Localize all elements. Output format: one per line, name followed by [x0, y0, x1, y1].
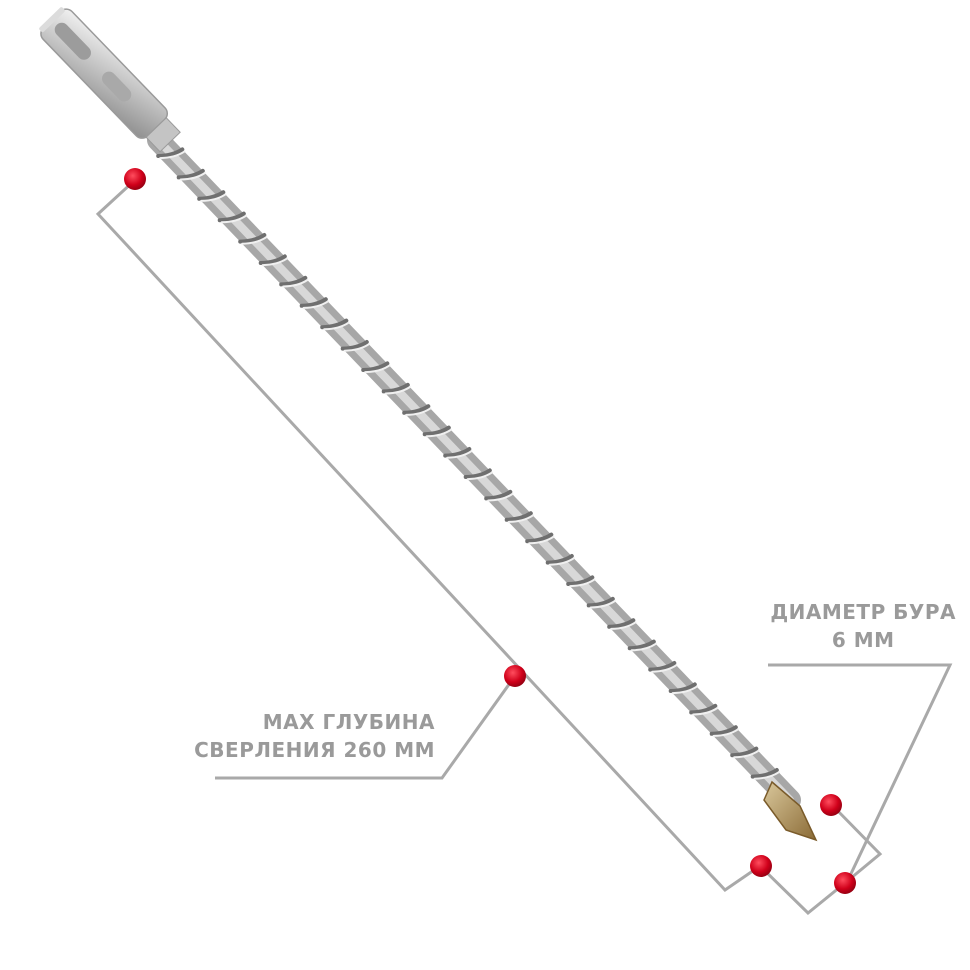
drill-flute-ridge — [607, 618, 636, 629]
drill-flute-highlight — [323, 321, 350, 331]
drill-flute-highlight — [200, 193, 227, 202]
drill-flute-highlight — [425, 428, 452, 438]
drill-flute-highlight — [384, 386, 411, 395]
drill-flute-highlight — [610, 621, 637, 630]
drill-flute-ridge — [668, 682, 697, 693]
drill-flute-highlight — [712, 728, 739, 737]
drill-flute-ridge — [340, 340, 369, 351]
diameter-bracket-line — [758, 804, 883, 916]
drill-flute-ridge — [381, 382, 410, 394]
drill-flute-highlight — [220, 214, 247, 224]
drill-flute-ridge — [627, 639, 656, 651]
drill-flutes — [156, 147, 780, 780]
drill-flute-highlight — [589, 600, 616, 609]
drill-flute-ridge — [217, 211, 246, 223]
drill-flute-highlight — [548, 557, 575, 566]
drill-flute-ridge — [689, 703, 718, 715]
drill-bit-icon — [39, 7, 818, 842]
drill-flute-highlight — [405, 407, 432, 416]
drill-flute-highlight — [241, 236, 268, 245]
marker-dot — [820, 794, 842, 816]
drill-flute-ridge — [504, 511, 533, 522]
diameter-leader-line — [768, 663, 953, 881]
drill-flute-highlight — [692, 707, 719, 716]
marker-dot — [834, 872, 856, 894]
depth-bracket-line — [95, 178, 761, 892]
drill-flute-ridge — [730, 746, 759, 758]
drill-flute-ridge — [402, 404, 431, 415]
drill-flute-ridge — [484, 489, 513, 501]
marker-dot — [750, 855, 772, 877]
drill-flute-highlight — [466, 471, 493, 481]
marker-dot — [504, 665, 526, 687]
drill-flute-ridge — [197, 190, 226, 201]
drill-flute-highlight — [364, 364, 391, 374]
drill-flute-ridge — [545, 554, 574, 565]
drill-flute-highlight — [179, 172, 206, 181]
depth-callout-line1: MAX ГЛУБИНА — [262, 710, 435, 734]
drill-flute-ridge — [463, 468, 492, 479]
drill-flute-ridge — [279, 275, 308, 287]
drill-flute-ridge — [156, 147, 185, 158]
diameter-callout-line1: ДИАМЕТР БУРА — [770, 600, 956, 624]
callout-markers — [124, 168, 856, 894]
drill-flute-ridge — [709, 725, 738, 736]
drill-flute-highlight — [282, 279, 309, 288]
drill-flute-ridge — [525, 532, 554, 544]
drill-flute-ridge — [586, 596, 615, 608]
drill-flute-highlight — [569, 578, 596, 588]
drill-flute-highlight — [651, 664, 678, 673]
drill-flute-highlight — [302, 300, 329, 309]
diameter-callout-label: ДИАМЕТР БУРА 6 ММ — [770, 598, 956, 654]
drill-flute-highlight — [487, 493, 514, 502]
marker-dot — [124, 168, 146, 190]
depth-callout-label: MAX ГЛУБИНА СВЕРЛЕНИЯ 260 ММ — [194, 708, 435, 764]
drill-flute-ridge — [361, 361, 390, 372]
depth-leader-line — [215, 675, 517, 780]
drill-flute-highlight — [343, 343, 370, 352]
drill-flute-highlight — [753, 771, 780, 780]
drill-flute-ridge — [238, 233, 267, 244]
drill-flute-highlight — [159, 150, 186, 160]
drill-flute-highlight — [671, 685, 698, 695]
drill-flute-ridge — [566, 575, 595, 586]
drill-flute-ridge — [750, 768, 779, 779]
drill-flute-ridge — [299, 297, 328, 308]
drill-tip — [763, 780, 818, 842]
drill-flute-highlight — [507, 514, 534, 523]
drill-flute-ridge — [176, 168, 205, 180]
drill-flute-ridge — [648, 661, 677, 672]
drill-flute-highlight — [528, 535, 555, 545]
diameter-callout-line2: 6 ММ — [831, 628, 895, 652]
drill-flute-ridge — [320, 318, 349, 330]
drill-flute-highlight — [733, 749, 760, 759]
drill-flute-ridge — [258, 254, 287, 265]
drill-flute-highlight — [446, 450, 473, 459]
drill-flute-highlight — [261, 257, 288, 267]
drill-flute-ridge — [443, 447, 472, 458]
drill-flute-highlight — [630, 642, 657, 652]
drill-flute-ridge — [422, 425, 451, 437]
depth-callout-line2: СВЕРЛЕНИЯ 260 ММ — [194, 738, 435, 762]
